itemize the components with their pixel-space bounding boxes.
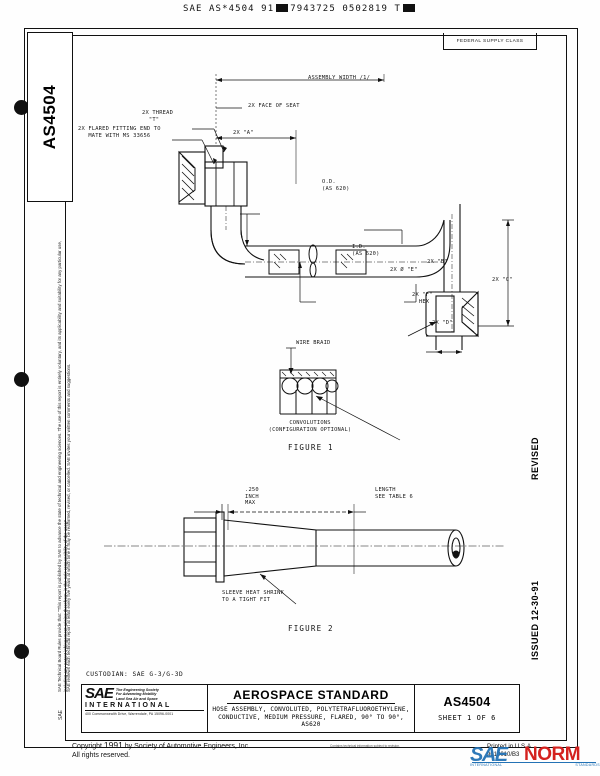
printed-in-usa: Printed in U.S.A. 9010010/B3 xyxy=(487,743,533,759)
sae-logo-word: SAE xyxy=(85,685,114,702)
custodian-line: CUSTODIAN: SAE G-3/G-3D xyxy=(86,671,184,678)
dim-d xyxy=(426,350,462,354)
printed-code: 9010010/B3 xyxy=(487,752,520,758)
standard-description: HOSE ASSEMBLY, CONVOLUTED, POLYTETRAFLUO… xyxy=(212,705,410,729)
document-number: AS4504 xyxy=(443,695,491,709)
dim-od xyxy=(240,213,260,246)
leader-wire-braid xyxy=(286,347,296,374)
barcode-header: SAE AS*4504 91 7943725 0502819 T xyxy=(0,4,600,14)
label-dim-d: 2X "D" xyxy=(432,320,453,326)
dim-a xyxy=(216,130,297,184)
label-flared-fitting-end: 2X FLARED FITTING END TO MATE WITH MS 33… xyxy=(78,126,161,139)
leader-convolutions xyxy=(315,395,401,441)
standard-type-title: AEROSPACE STANDARD xyxy=(227,688,395,704)
label-hex-f: 2X "F" HEX xyxy=(412,292,433,305)
sae-international-label: INTERNATIONAL xyxy=(85,702,204,711)
drawing-frame-inner xyxy=(65,35,567,741)
leader-hex-f xyxy=(407,321,437,337)
label-assembly-width: ASSEMBLY WIDTH /1/ xyxy=(308,75,371,81)
federal-supply-class-label: FEDERAL SUPPLY CLASS xyxy=(456,38,524,44)
hose-elbow-left xyxy=(210,229,265,265)
hose-ferrule-left xyxy=(268,249,300,275)
label-wire-braid: WIRE BRAID xyxy=(296,340,331,346)
convolution-detail xyxy=(279,369,339,415)
hose-coupling-center xyxy=(308,244,318,278)
printed-label: Printed in U.S.A. xyxy=(487,743,533,750)
punch-hole-middle xyxy=(14,372,29,387)
dim-b xyxy=(364,229,403,244)
document-number-tab: AS4504 xyxy=(27,32,73,202)
copyright-post: by Society of Automotive Engineers, Inc. xyxy=(122,743,251,750)
label-od: O.D. (AS 620) xyxy=(322,179,350,192)
drawing-frame-outer xyxy=(24,28,578,748)
label-convolutions: CONVOLUTIONS (CONFIGURATION OPTIONAL) xyxy=(268,420,352,433)
leader-sleeve xyxy=(259,573,297,605)
label-dim-c: 2X "C" xyxy=(492,277,513,283)
leader-id xyxy=(298,262,316,303)
watermark-subtitle: INTERNATIONAL STANDARDS xyxy=(470,763,600,767)
sae-logo-tagline: The Engineering Society For Advancing Mo… xyxy=(115,688,159,701)
copyright-pre: Copyright xyxy=(72,743,104,750)
title-block: SAE The Engineering Society For Advancin… xyxy=(81,684,520,733)
hose-main-body xyxy=(245,245,444,278)
watermark-rule xyxy=(472,762,596,763)
dim-assembly-width xyxy=(215,74,385,146)
footer-revision-note: Contains technical information subject t… xyxy=(330,744,400,748)
label-face-of-seat: 2X FACE OF SEAT xyxy=(248,103,300,109)
dim-dia-e xyxy=(404,284,417,303)
right-flared-fitting xyxy=(425,290,479,350)
dim-length xyxy=(227,504,366,574)
copyright-notice: Copyright 1991 by Society of Automotive … xyxy=(72,741,250,760)
label-id: I.D. (AS 620) xyxy=(352,244,380,257)
label-250-inch-max: .250 INCH MAX xyxy=(245,487,259,507)
figure2-assembly xyxy=(104,511,504,583)
label-figure-1: FIGURE 1 xyxy=(288,443,334,452)
title-block-number-cell: AS4504 SHEET 1 OF 6 xyxy=(415,685,519,732)
barcode-block-1 xyxy=(276,4,289,12)
barcode-text-pre: SAE AS*4504 91 xyxy=(182,4,275,14)
label-thread-t: 2X THREAD "T" xyxy=(142,110,174,123)
sae-address: 400 Commonwealth Drive, Warrendale, PA 1… xyxy=(85,712,174,717)
label-dim-b: 2X "B" xyxy=(427,259,448,265)
leader-thread-t xyxy=(192,128,227,153)
label-length-see-table: LENGTH SEE TABLE 6 xyxy=(375,487,413,500)
punch-hole-bottom xyxy=(14,644,29,659)
hose-left-vertical xyxy=(210,206,242,230)
label-sleeve-heat-shrink: SLEEVE HEAT SHRINK TO A TIGHT FIT xyxy=(222,590,285,603)
hose-elbow-right xyxy=(415,219,451,278)
label-dia-e: 2X Ø "E" xyxy=(390,267,418,273)
leader-flared-fitting xyxy=(172,139,217,165)
hose-ferrule-mid xyxy=(335,249,367,275)
dim-250-inch-max xyxy=(194,504,223,520)
barcode-block-2 xyxy=(403,4,416,12)
sae-logo: SAE The Engineering Society For Advancin… xyxy=(85,685,204,702)
copyright-year: 1991 xyxy=(103,740,123,750)
technical-drawing xyxy=(104,74,514,605)
label-dim-a: 2X "A" xyxy=(233,130,254,136)
label-figure-2: FIGURE 2 xyxy=(288,624,334,633)
title-block-logo-cell: SAE The Engineering Society For Advancin… xyxy=(82,685,208,732)
rights-reserved: All rights reserved. xyxy=(72,752,130,759)
barcode-text-mid: 7943725 0502819 T xyxy=(290,4,402,14)
dim-c-vertical xyxy=(478,219,514,327)
sheet-number: SHEET 1 OF 6 xyxy=(438,714,496,722)
watermark-sub-left: INTERNATIONAL xyxy=(470,763,503,767)
federal-supply-class-box: FEDERAL SUPPLY CLASS xyxy=(443,33,537,50)
left-flared-fitting xyxy=(178,145,248,207)
title-block-title-cell: AEROSPACE STANDARD HOSE ASSEMBLY, CONVOL… xyxy=(208,685,415,732)
hose-right-vertical xyxy=(443,204,461,334)
punch-hole-top xyxy=(14,100,29,115)
margin-sae-logo: SAE xyxy=(58,709,64,720)
watermark-sub-right: STANDARDS xyxy=(575,763,600,767)
